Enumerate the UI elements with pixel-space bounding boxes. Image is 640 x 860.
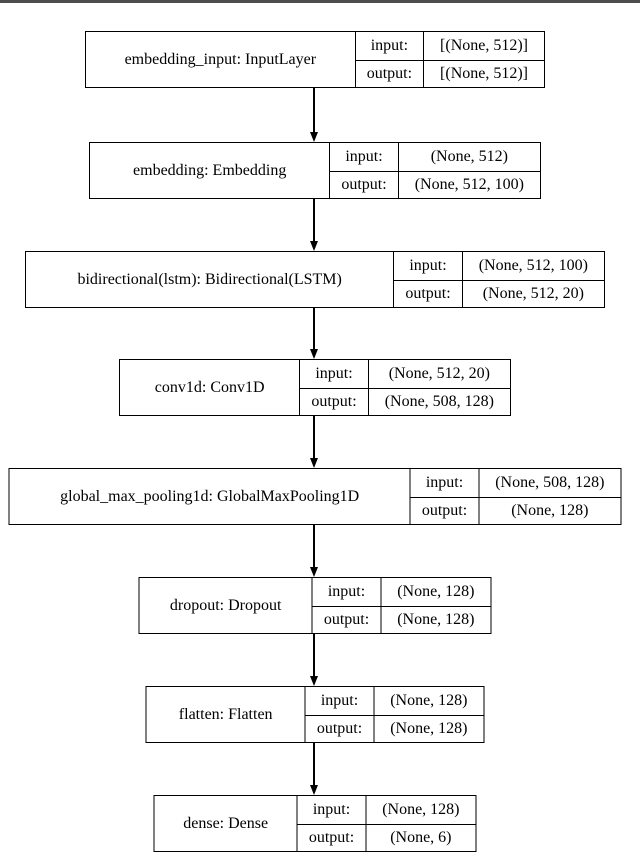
arrowhead-icon	[309, 785, 318, 795]
arrow-shaft	[313, 416, 315, 459]
output-label: output:	[394, 279, 462, 308]
arrow-shaft	[313, 199, 315, 242]
layer-node-embedding-input: embedding_input: InputLayer input: [(Non…	[85, 31, 545, 88]
layer-name: embedding_input: InputLayer	[86, 32, 356, 87]
input-label: input:	[370, 36, 409, 54]
output-label: output:	[305, 714, 374, 743]
output-shape: (None, 6)	[365, 823, 476, 851]
layer-name: conv1d: Conv1D	[120, 360, 301, 415]
output-shape: (None, 128)	[380, 605, 491, 633]
input-label: input:	[327, 582, 366, 600]
output-shape: (None, 508, 128)	[367, 387, 510, 415]
layer-name: bidirectional(lstm): Bidirectional(LSTM)	[26, 252, 395, 307]
input-shape: (None, 128)	[380, 578, 490, 606]
layer-node-bidirectional-lstm: bidirectional(lstm): Bidirectional(LSTM)…	[25, 251, 605, 308]
input-label: input:	[320, 691, 359, 709]
arrow-shaft	[313, 634, 315, 677]
output-shape: (None, 512, 20)	[461, 279, 604, 307]
arrowhead-icon	[309, 132, 318, 142]
input-shape: [(None, 512)]	[423, 32, 544, 60]
arrowhead-icon	[309, 458, 318, 468]
layer-name: dropout: Dropout	[140, 578, 313, 633]
arrow-shaft	[313, 525, 315, 568]
arrowhead-icon	[309, 241, 318, 251]
layer-name: dense: Dense	[155, 796, 298, 851]
output-label: output:	[297, 823, 366, 852]
output-label: output:	[330, 170, 398, 199]
output-label: output:	[355, 59, 424, 88]
layer-node-embedding: embedding: Embedding input: (None, 512) …	[89, 142, 541, 199]
input-label: input:	[315, 364, 353, 382]
layer-node-dense: dense: Dense input: (None, 128) output: …	[153, 795, 477, 852]
input-shape: (None, 128)	[365, 796, 475, 824]
arrow-shaft	[313, 308, 315, 350]
input-shape: (None, 508, 128)	[478, 469, 620, 497]
input-label: input:	[312, 800, 351, 818]
layer-node-flatten: flatten: Flatten input: (None, 128) outp…	[145, 686, 485, 743]
layer-node-conv1d: conv1d: Conv1D input: (None, 512, 20) ou…	[119, 359, 511, 416]
output-label: output:	[410, 496, 479, 525]
input-shape: (None, 512)	[397, 143, 540, 171]
layer-node-dropout: dropout: Dropout input: (None, 128) outp…	[138, 577, 492, 634]
arrowhead-icon	[309, 349, 318, 359]
layer-name: embedding: Embedding	[90, 143, 331, 198]
output-label: output:	[300, 387, 368, 416]
output-shape: (None, 128)	[478, 496, 621, 524]
output-shape: [(None, 512)]	[423, 59, 544, 87]
input-label: input:	[425, 473, 464, 491]
output-shape: (None, 512, 100)	[397, 170, 540, 198]
arrowhead-icon	[309, 567, 318, 577]
input-shape: (None, 128)	[373, 687, 483, 715]
input-shape: (None, 512, 100)	[461, 252, 604, 280]
output-shape: (None, 128)	[373, 714, 484, 742]
arrow-shaft	[313, 743, 315, 786]
output-label: output:	[312, 605, 381, 634]
page-top-rule	[0, 0, 640, 3]
input-label: input:	[345, 147, 383, 165]
layer-name: global_max_pooling1d: GlobalMaxPooling1D	[10, 469, 411, 524]
layer-node-global-max-pooling1d: global_max_pooling1d: GlobalMaxPooling1D…	[8, 468, 622, 525]
input-shape: (None, 512, 20)	[367, 360, 510, 388]
layer-name: flatten: Flatten	[147, 687, 306, 742]
arrow-shaft	[313, 88, 315, 133]
input-label: input:	[409, 256, 447, 274]
arrowhead-icon	[309, 676, 318, 686]
